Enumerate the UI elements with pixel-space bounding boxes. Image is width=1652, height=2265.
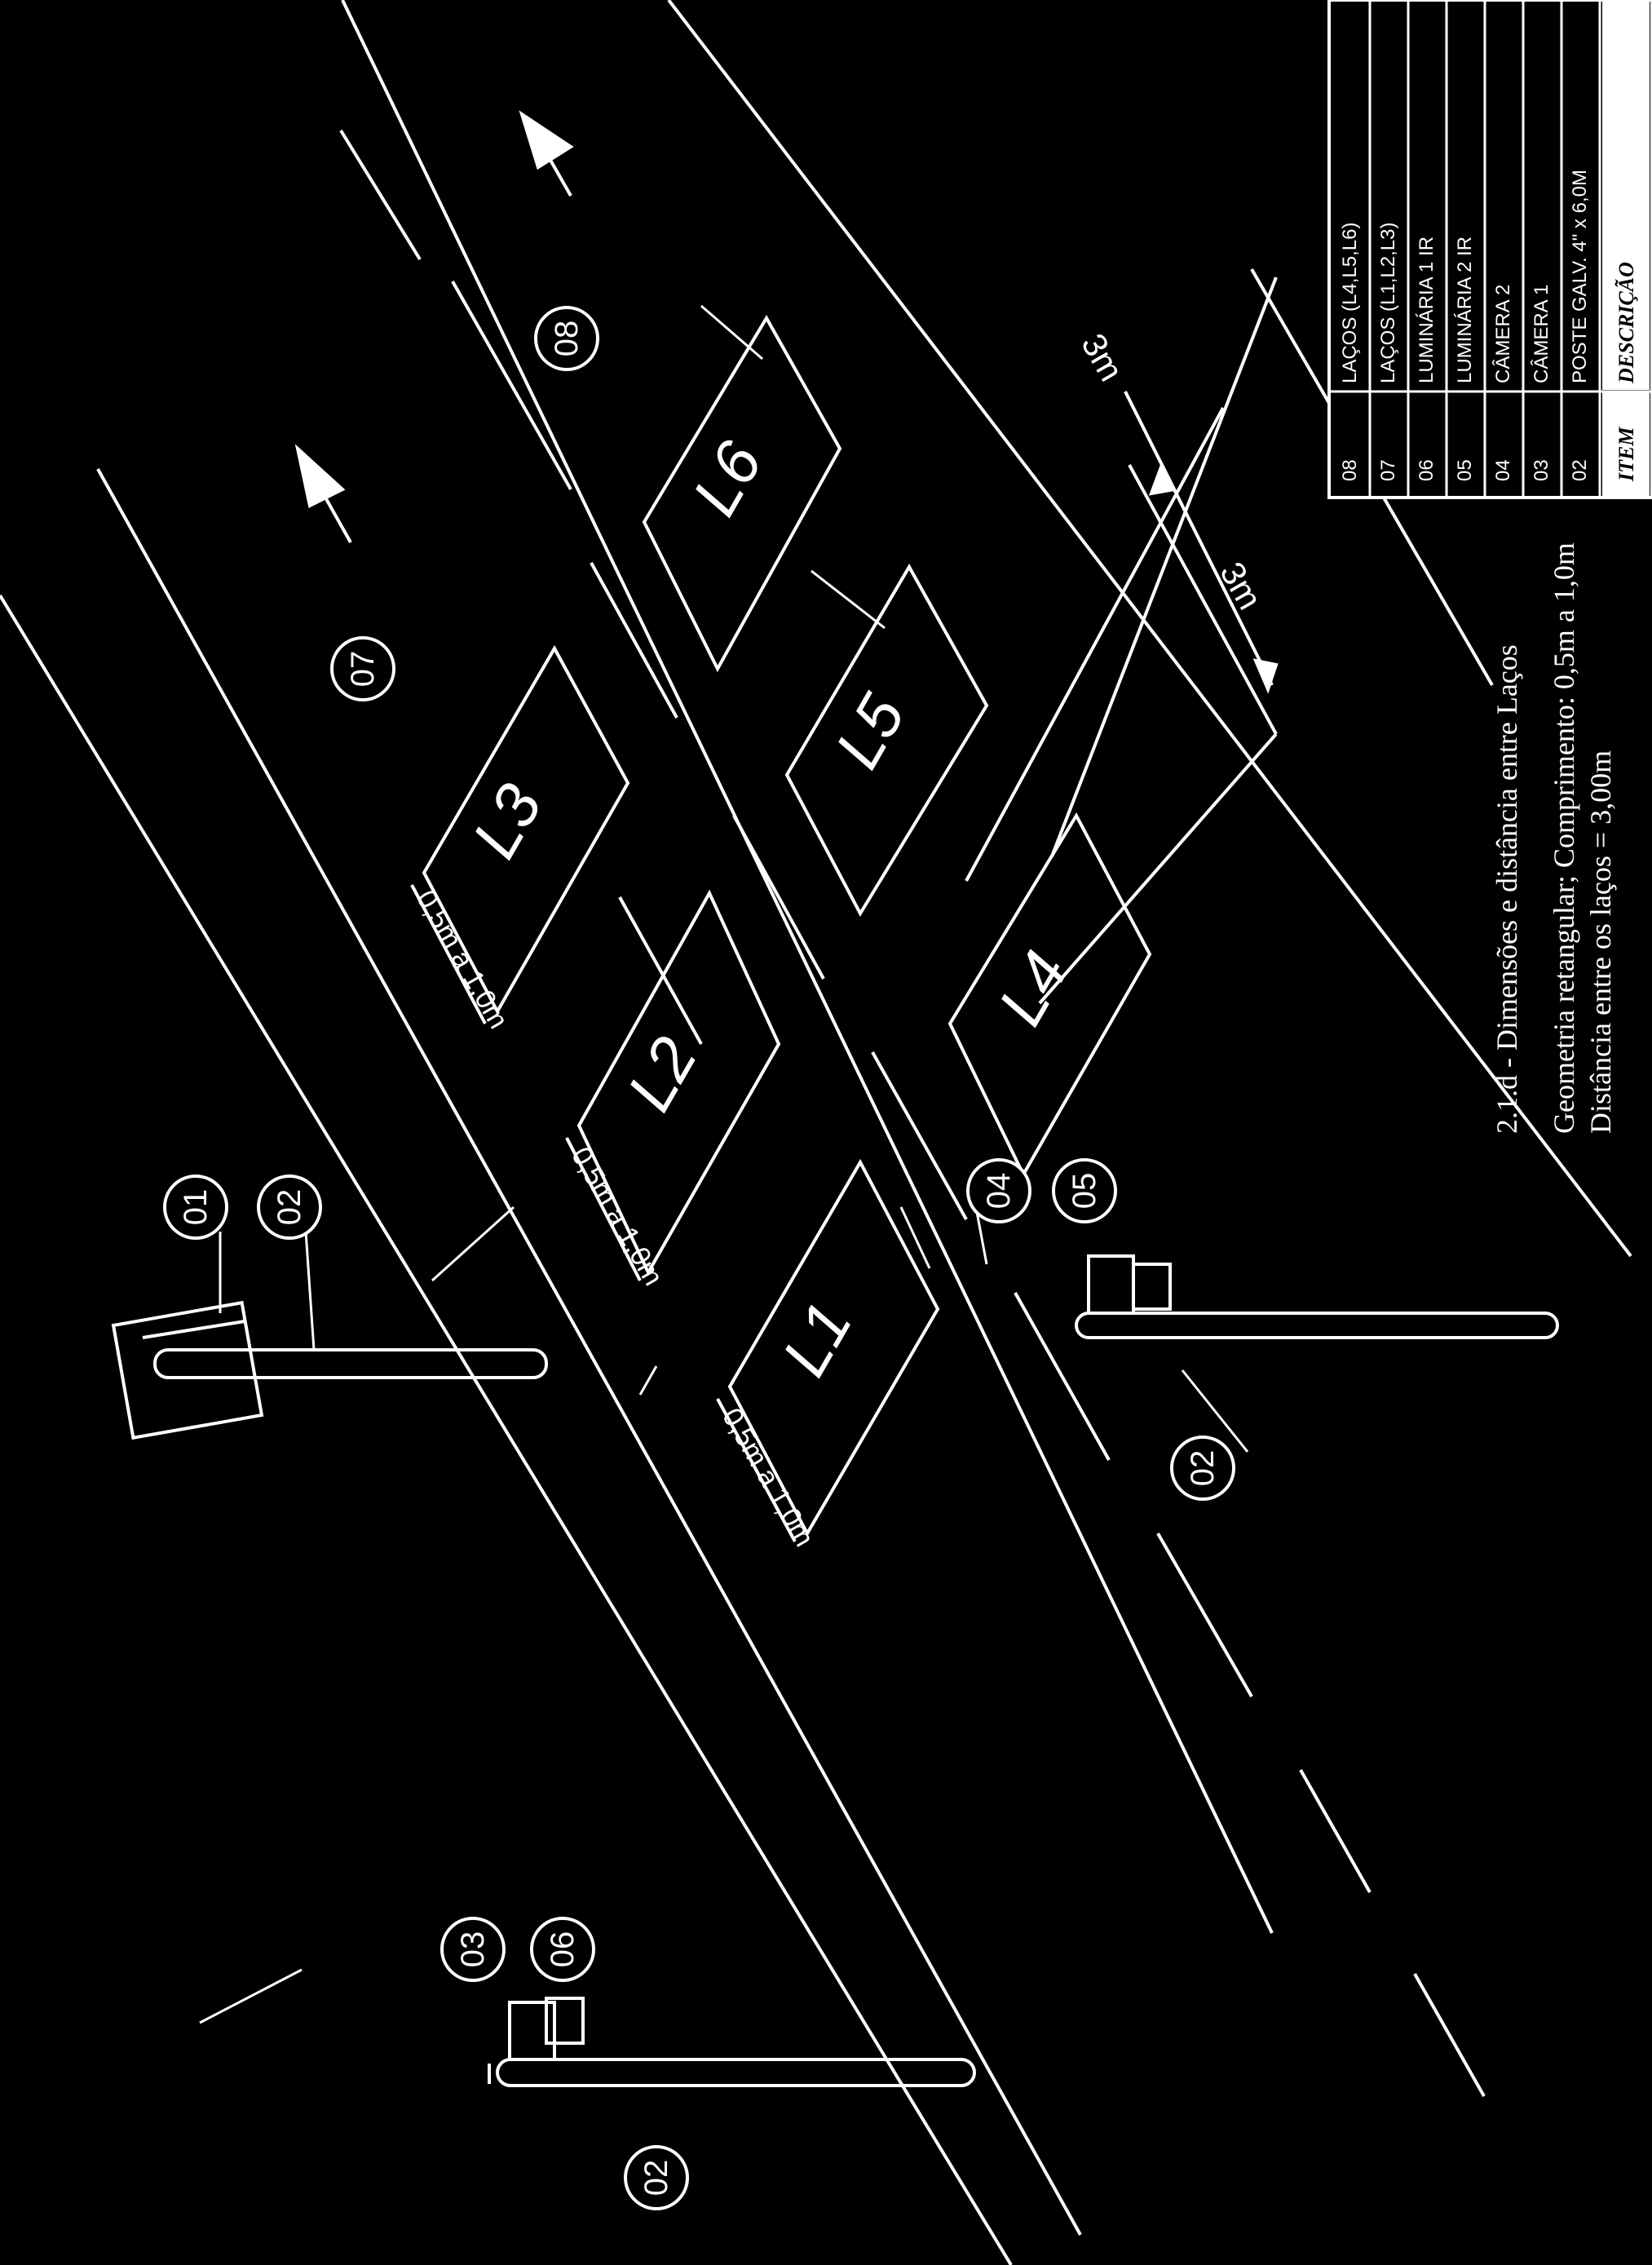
legend-item-number: 04 xyxy=(1492,459,1514,481)
svg-text:06: 06 xyxy=(545,1931,581,1968)
notes-title: 2.1.d - Dimensões e distância entre Laço… xyxy=(1491,644,1523,1134)
callout-07: 07 xyxy=(330,636,395,701)
callout-02: 02 xyxy=(1170,1436,1235,1501)
legend-item-description: CÂMERA 1 xyxy=(1531,285,1553,383)
legend-item-number: 05 xyxy=(1454,459,1476,481)
arrow-up-icon xyxy=(519,110,574,197)
dim-loop-width-3: 0,5m a 1,0m xyxy=(410,885,514,1034)
pole-camera-2 xyxy=(1075,1254,1559,1339)
callout-03: 03 xyxy=(440,1917,506,1982)
loop-width-dimensions xyxy=(410,884,797,1542)
road-edge-right xyxy=(667,0,1632,1258)
loop-label-l5: L5 xyxy=(821,682,919,780)
callout-05: 05 xyxy=(1052,1158,1117,1223)
legend-item-description: LUMINÁRIA 1 IR xyxy=(1416,237,1438,383)
loop-width-labels: 0,5m a 1,0m 0,5m a 1,0m 0,5m a 1,0m xyxy=(410,885,819,1552)
legend-item-description: LAÇOS (L4,L5,L6) xyxy=(1339,223,1361,383)
loop-label-l4: L4 xyxy=(984,940,1082,1037)
svg-text:05: 05 xyxy=(1067,1173,1102,1210)
callout-04: 04 xyxy=(966,1158,1031,1223)
dim-loop-width-1: 0,5m a 1,0m xyxy=(716,1403,819,1552)
pole-micro-module xyxy=(111,1300,548,1440)
legend-item-number: 03 xyxy=(1531,459,1553,481)
pole-camera-1 xyxy=(488,1997,976,2087)
legend-header-item: ITEM xyxy=(1614,427,1638,482)
notes-line-2: Distância entre os laços = 3,00m xyxy=(1584,750,1617,1134)
callout-01: 01 xyxy=(163,1175,228,1240)
legend-item-number: 02 xyxy=(1569,459,1591,481)
loop-l6 xyxy=(642,315,842,673)
svg-text:07: 07 xyxy=(345,651,381,688)
callout-02: 02 xyxy=(624,2145,689,2210)
svg-text:08: 08 xyxy=(549,321,585,357)
legend-item-description: CÂMERA 2 xyxy=(1492,285,1514,383)
legend-table: 08 LAÇOS (L4,L5,L6) 07 LAÇOS (L1,L2,L3) 06 LU… xyxy=(1327,0,1652,499)
lane-dashes xyxy=(339,129,1486,2097)
legend-item-description: POSTE GALV. 4" x 6,0M xyxy=(1569,170,1591,383)
poles xyxy=(111,1254,1559,2087)
loop-l1 xyxy=(727,1158,940,1537)
loop-l2 xyxy=(576,889,781,1276)
callout-leaders xyxy=(199,304,1249,2024)
loop-label-l6: L6 xyxy=(678,429,776,527)
loop-l5 xyxy=(784,563,989,918)
callouts: 01 02 02 02 03 04 05 06 07 08 xyxy=(163,306,1235,2210)
notes-line-1: Geometria retangular; Comprimento: 0,5m … xyxy=(1548,542,1580,1134)
svg-text:03: 03 xyxy=(455,1931,491,1968)
dim-spacing-1: 3m xyxy=(1212,555,1270,616)
svg-text:01: 01 xyxy=(178,1189,214,1226)
callout-08: 08 xyxy=(534,306,599,371)
legend-item-number: 06 xyxy=(1416,459,1438,481)
loop-l3 xyxy=(422,644,630,1015)
road-edge-left xyxy=(0,594,1013,2265)
detection-loops xyxy=(422,315,1152,1537)
callout-02: 02 xyxy=(257,1175,322,1240)
legend-item-number: 08 xyxy=(1339,459,1361,481)
legend-item-description: LAÇOS (L1,L2,L3) xyxy=(1377,223,1399,383)
arrow-up-icon xyxy=(294,444,352,543)
legend-item-description: LUMINÁRIA 2 IR xyxy=(1454,237,1476,383)
legend-header-desc: DESCRIÇÃO xyxy=(1614,262,1638,384)
svg-text:04: 04 xyxy=(981,1173,1017,1210)
svg-text:02: 02 xyxy=(1185,1450,1221,1487)
dim-loop-width-2: 0,5m a 1,0m xyxy=(565,1142,669,1291)
loop-label-l1: L1 xyxy=(768,1290,866,1387)
median-line xyxy=(96,468,1082,2236)
legend-item-number: 07 xyxy=(1377,459,1399,481)
notes: 2.1.d - Dimensões e distância entre Laço… xyxy=(1491,542,1617,1134)
micro-module-box xyxy=(111,1300,264,1440)
dim-spacing-2: 3m xyxy=(1074,327,1131,387)
lane-divider-a xyxy=(341,0,1274,1934)
svg-text:02: 02 xyxy=(272,1189,307,1226)
svg-text:02: 02 xyxy=(638,2160,674,2196)
callout-06: 06 xyxy=(530,1917,595,1982)
loop-l4 xyxy=(947,812,1152,1179)
direction-arrows xyxy=(294,110,574,543)
